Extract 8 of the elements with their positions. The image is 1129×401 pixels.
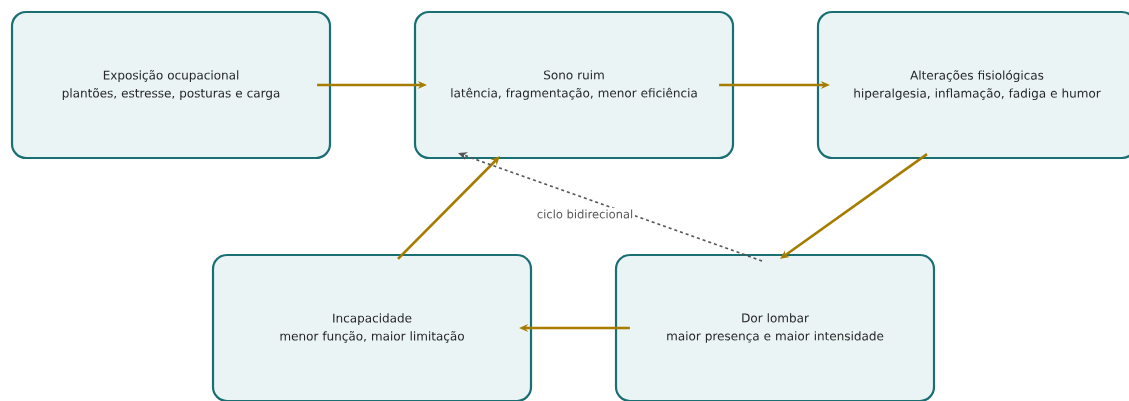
process-box: Dor lombar maior presença e maior intensidade xyxy=(614,253,936,401)
process-box: Exposição ocupacional plantões, estresse, posturas e carga xyxy=(10,10,332,160)
process-box: Sono ruim latência, fragmentação, menor eficiência xyxy=(413,10,735,160)
arrow xyxy=(780,153,928,259)
edge-label: ciclo bidirecional xyxy=(535,208,635,220)
process-box: Incapacidade menor função, maior limitação xyxy=(211,253,533,401)
process-box: Alterações fisiológicas hiperalgesia, inflamação, fadiga e humor xyxy=(816,10,1129,160)
arrow xyxy=(397,156,500,260)
